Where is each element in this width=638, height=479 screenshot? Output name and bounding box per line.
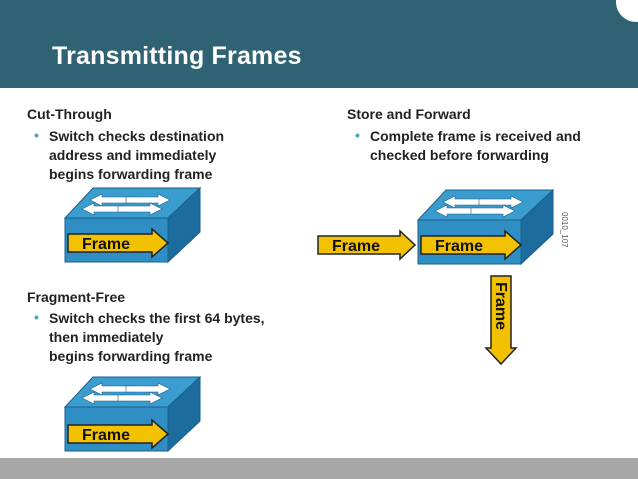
bullet-line: begins forwarding frame [49, 166, 213, 182]
outgoing-frame-arrow: Frame [484, 275, 518, 366]
slide-title: Transmitting Frames [52, 42, 302, 70]
fragment-free-switch-diagram: Frame [63, 375, 202, 453]
incoming-frame-label: Frame [332, 238, 380, 255]
cut-through-switch-diagram: Frame [63, 186, 202, 264]
switch-icon: Frame [416, 188, 555, 266]
fragment-free-heading: Fragment-Free [27, 289, 126, 305]
bullet-line: Switch checks destination [49, 128, 225, 144]
bullet-line: then immediately [49, 329, 164, 345]
frame-arrow: Frame [67, 227, 170, 259]
bullet-dot-icon: • [34, 127, 39, 143]
bullet-line: checked before forwarding [370, 147, 549, 163]
store-forward-bullet: • Complete frame is received and checked… [355, 127, 581, 165]
store-forward-switch-diagram: Frame Frame 0010_107 Frame [317, 188, 569, 366]
cut-through-bullet: • Switch checks destination address and … [34, 127, 225, 184]
fragment-free-bullet: • Switch checks the first 64 bytes, then… [34, 309, 265, 366]
cut-through-heading: Cut-Through [27, 106, 112, 122]
title-bar: Transmitting Frames [0, 0, 638, 88]
header-corner [616, 0, 638, 22]
bullet-line: begins forwarding frame [49, 348, 213, 364]
bullet-line: Complete frame is received and [370, 128, 581, 144]
frame-arrow: Frame [420, 229, 523, 261]
frame-arrow: Frame [67, 418, 170, 450]
frame-arrow-label: Frame [82, 427, 130, 444]
frame-arrow-label: Frame [435, 238, 483, 255]
bullet-dot-icon: • [34, 309, 39, 325]
incoming-frame-arrow: Frame [317, 229, 417, 261]
bullet-dot-icon: • [355, 127, 360, 143]
frame-arrow-label: Frame [82, 236, 130, 253]
outgoing-frame-label: Frame [492, 282, 509, 330]
figure-code: 0010_107 [560, 212, 569, 248]
bullet-line: address and immediately [49, 147, 217, 163]
bullet-line: Switch checks the first 64 bytes, [49, 310, 265, 326]
footer-bar [0, 458, 638, 479]
store-forward-heading: Store and Forward [347, 106, 471, 122]
